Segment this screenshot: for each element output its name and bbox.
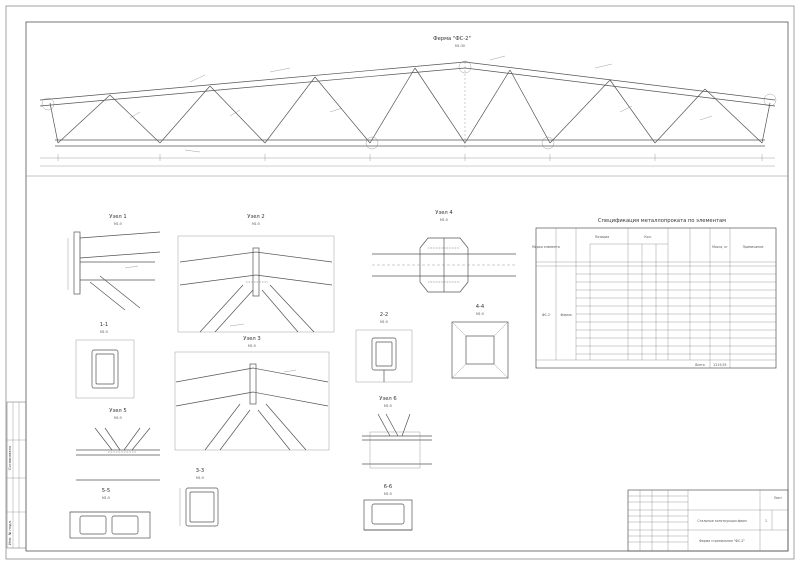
title-block-sheet-no: 1 bbox=[765, 519, 767, 523]
node-4-scale: М1:5 bbox=[440, 218, 448, 222]
spec-table: Спецификация металлопроката по элементам bbox=[532, 218, 777, 369]
node-3-scale: М1:5 bbox=[248, 344, 256, 348]
node-2-title: Узел 2 bbox=[247, 214, 264, 220]
section-6-6-title: 6-6 bbox=[384, 484, 392, 490]
spec-header-qty: Кол. bbox=[644, 235, 651, 239]
spec-type: Ферма bbox=[560, 313, 571, 317]
section-4-4-title: 4-4 bbox=[476, 304, 485, 310]
node-6-drawing bbox=[362, 413, 432, 469]
section-1-1-drawing bbox=[75, 339, 135, 399]
node-4-title: Узел 4 bbox=[435, 210, 453, 216]
title-block-row1: Стальные конструкции ферм bbox=[697, 519, 747, 523]
side-stamp-top-label: Согласовано bbox=[8, 446, 12, 470]
node-3-title: Узел 3 bbox=[243, 336, 260, 342]
section-1-1-title: 1-1 bbox=[100, 322, 108, 328]
spec-title: Спецификация металлопроката по элементам bbox=[598, 218, 726, 224]
node-5-scale: М1:5 bbox=[114, 416, 122, 420]
spec-total-value: 2219,55 bbox=[713, 363, 726, 367]
section-3-3-drawing bbox=[179, 487, 219, 527]
node-6-title: Узел 6 bbox=[379, 396, 396, 402]
title-block-row2: Ферма стропильная "ФС-2" bbox=[699, 539, 745, 543]
spec-total-label: Всего bbox=[695, 363, 705, 367]
section-3-3-scale: М1:5 bbox=[196, 476, 204, 480]
side-stamp-bottom-label: Инв. № подл. bbox=[8, 520, 12, 545]
node-2-scale: М1:5 bbox=[252, 222, 260, 226]
section-3-3-title: 3-3 bbox=[196, 468, 204, 474]
truss-scale: М1:30 bbox=[455, 44, 465, 48]
node-1-drawing bbox=[67, 231, 161, 311]
spec-mark: ФС-2 bbox=[542, 313, 550, 317]
section-5-5-drawing bbox=[69, 511, 151, 539]
node-1-title: Узел 1 bbox=[109, 214, 126, 220]
section-5-5-title: 5-5 bbox=[102, 488, 110, 494]
section-2-2-scale: М1:5 bbox=[380, 320, 388, 324]
section-6-6-drawing bbox=[363, 499, 413, 531]
title-block: Лист 1 Стальные конструкции ферм Ферма с… bbox=[627, 489, 789, 552]
section-2-2-title: 2-2 bbox=[380, 312, 388, 318]
title-block-sheet-label: Лист bbox=[774, 496, 782, 500]
truss-drawing bbox=[39, 55, 777, 167]
node-2-drawing bbox=[177, 235, 335, 333]
side-stamp: Согласовано Инв. № подл. bbox=[6, 401, 27, 549]
node-5-drawing bbox=[76, 427, 160, 481]
node-6-scale: М1:5 bbox=[384, 404, 392, 408]
inner-frame bbox=[25, 21, 789, 552]
spec-header-note: Примечание bbox=[743, 245, 764, 249]
spec-header-mark: Марка элемента bbox=[532, 245, 560, 249]
section-6-6-scale: М1:5 bbox=[384, 492, 392, 496]
section-2-2-drawing bbox=[355, 329, 413, 383]
node-4-drawing bbox=[372, 237, 516, 293]
section-4-4-scale: М1:5 bbox=[476, 312, 484, 316]
truss-title: Ферма "ФС-2" bbox=[433, 36, 471, 42]
spec-header-position: Позиция bbox=[595, 235, 609, 239]
outer-frame bbox=[5, 5, 795, 560]
node-5-title: Узел 5 bbox=[109, 408, 126, 414]
spec-header-mass: Масса, кг bbox=[712, 245, 728, 249]
section-5-5-scale: М1:5 bbox=[102, 496, 110, 500]
section-4-4-drawing bbox=[451, 321, 509, 379]
section-1-1-scale: М1:5 bbox=[100, 330, 108, 334]
node-1-scale: М1:5 bbox=[114, 222, 122, 226]
node-3-drawing bbox=[174, 351, 330, 451]
